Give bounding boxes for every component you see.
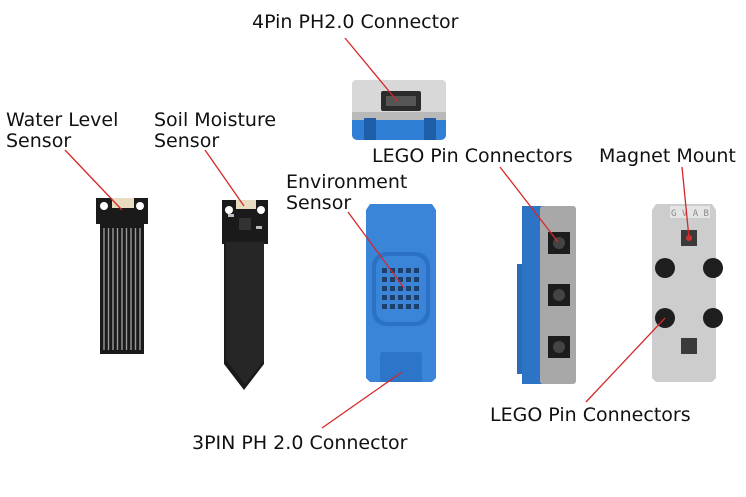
vent-slot (382, 277, 387, 282)
vent-slot (382, 295, 387, 300)
soil-moisture-sensor (222, 200, 268, 390)
label-lego-top: LEGO Pin Connectors (372, 145, 573, 167)
vent-slot (398, 286, 403, 291)
leader-soil-moisture (204, 149, 245, 207)
leader-3pin (321, 371, 403, 429)
vent-slot (382, 268, 387, 273)
vent-slot (414, 304, 419, 309)
magnet-mount-module: G V A B (652, 204, 723, 382)
leader-environment (347, 211, 405, 289)
label-soil-moisture: Soil Moisture Sensor (154, 109, 277, 152)
leader-4pin (344, 37, 399, 103)
vent-slot (398, 277, 403, 282)
leader-magnet (681, 166, 690, 239)
vent-slot (390, 286, 395, 291)
leader-lego-top (499, 166, 559, 243)
water-level-sensor (96, 198, 148, 354)
environment-sensor (366, 204, 436, 382)
vent-slot (382, 304, 387, 309)
label-4pin-connector: 4Pin PH2.0 Connector (252, 11, 459, 33)
vent-slot (398, 268, 403, 273)
vent-slot (406, 304, 411, 309)
vent-slot (414, 295, 419, 300)
label-3pin-connector: 3PIN PH 2.0 Connector (192, 432, 408, 454)
leader-lines (64, 37, 690, 429)
vent-slot (382, 286, 387, 291)
label-lego-bottom: LEGO Pin Connectors (490, 404, 691, 426)
vent-slot (390, 277, 395, 282)
label-magnet-mount: Magnet Mount (599, 145, 736, 167)
leader-lego-bottom (585, 317, 666, 403)
vent-slot (390, 304, 395, 309)
vent-slot (406, 268, 411, 273)
vent-slot (398, 295, 403, 300)
module-marking: G V A B (671, 209, 709, 219)
connector-4pin-module (352, 80, 446, 140)
vent-slot (414, 286, 419, 291)
leader-water-level (64, 149, 123, 211)
vent-slot (390, 268, 395, 273)
vent-slot (406, 286, 411, 291)
label-environment: Environment Sensor (286, 171, 408, 214)
vent-slot (414, 268, 419, 273)
vent-slot (398, 304, 403, 309)
vent-slot (390, 295, 395, 300)
vent-slot (414, 277, 419, 282)
lego-side-module (517, 206, 576, 384)
vent-slot (406, 295, 411, 300)
vent-slot (406, 277, 411, 282)
label-water-level: Water Level Sensor (6, 109, 119, 152)
